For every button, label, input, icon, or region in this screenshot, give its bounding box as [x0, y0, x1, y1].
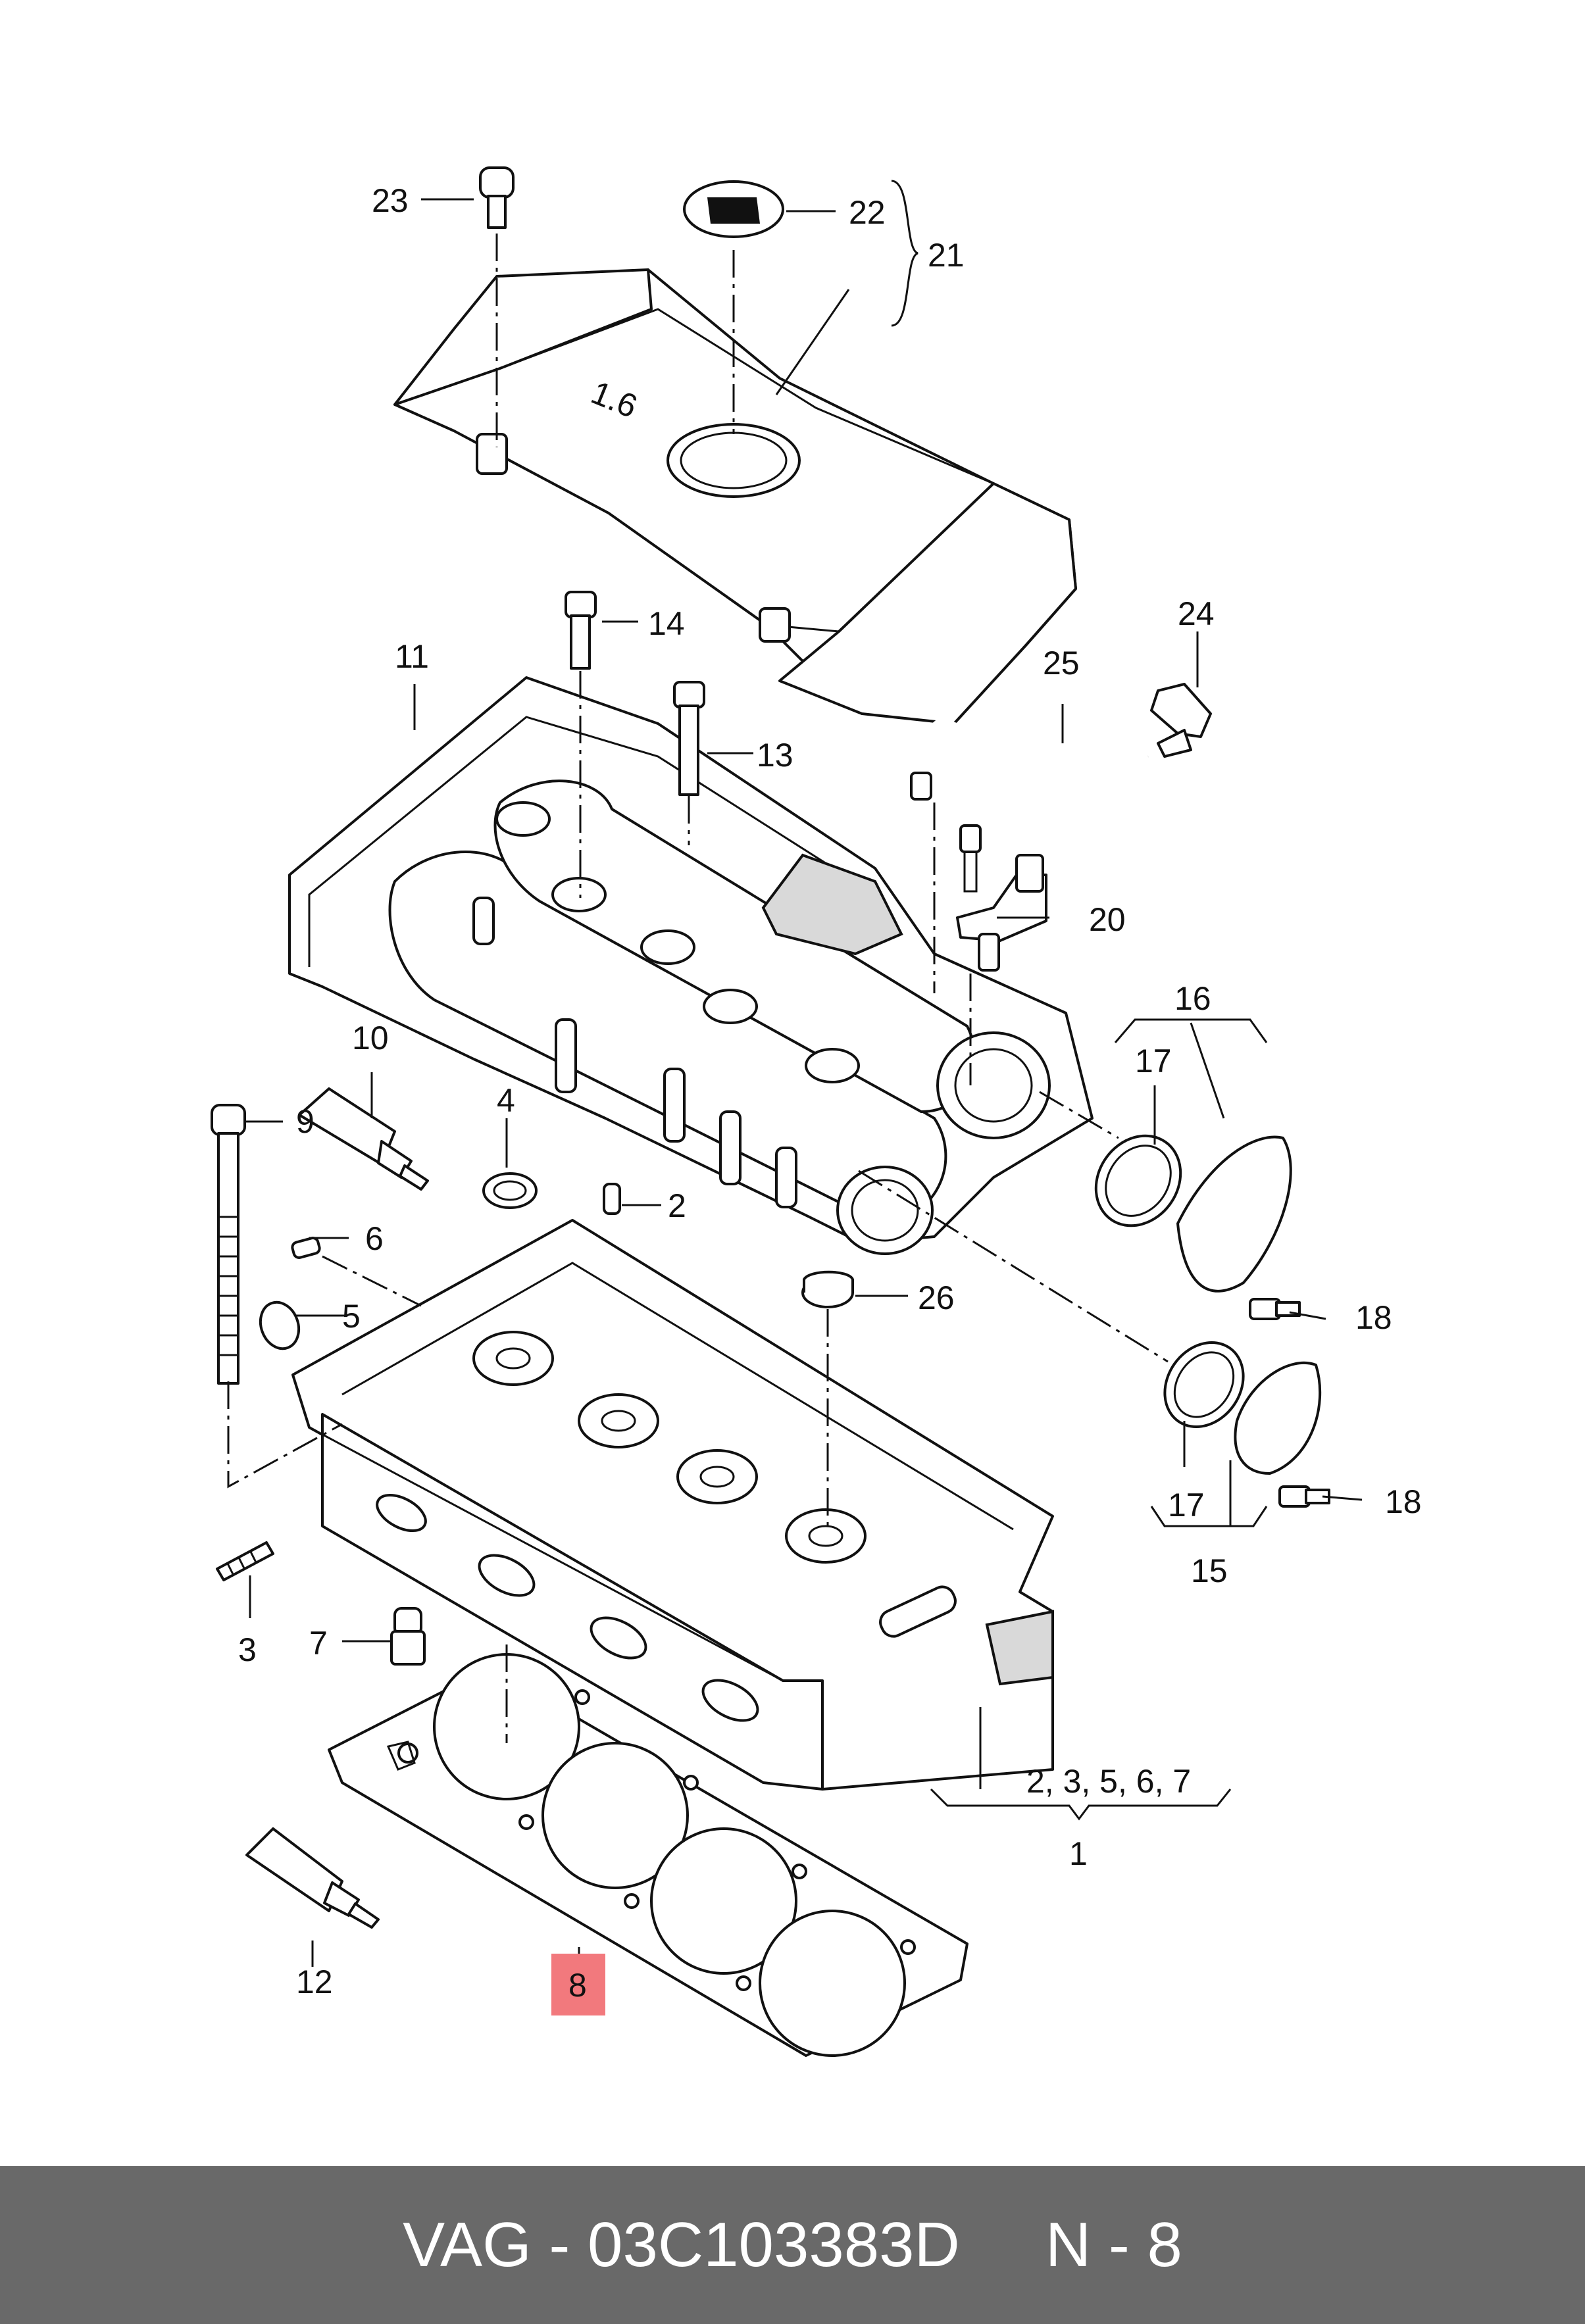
engine-cover: 1.6	[393, 268, 1077, 725]
part-8-highlight	[551, 1954, 605, 2015]
callout-11: 11	[395, 638, 429, 675]
head-gasket	[328, 1653, 969, 2057]
leader-lines	[245, 180, 1363, 1990]
plug-5	[259, 1300, 301, 1350]
callout-17-upper: 17	[1135, 1043, 1172, 1079]
sealant-tube-12	[245, 1827, 380, 1929]
callout-16: 16	[1174, 980, 1211, 1017]
breather-hose	[910, 716, 1149, 801]
callout-8: 8	[568, 1967, 587, 2004]
callout-2: 2	[668, 1187, 686, 1224]
bolt-18-lower	[1278, 1485, 1330, 1508]
callout-18-lower: 18	[1385, 1483, 1422, 1520]
bolt-18-upper	[1249, 1298, 1301, 1320]
callout-12: 12	[296, 1964, 333, 2000]
callout-5: 5	[342, 1298, 361, 1335]
head-bolt-9	[211, 1104, 246, 1385]
emblem-cap	[683, 180, 784, 238]
callout-10: 10	[352, 1020, 389, 1056]
callout-23: 23	[372, 182, 409, 219]
callout-13: 13	[757, 737, 793, 774]
callout-18-upper: 18	[1355, 1299, 1392, 1336]
callout-14: 14	[648, 605, 685, 642]
pin-6	[291, 1237, 321, 1259]
part-code: VAG - 03C103383D	[403, 2210, 960, 2280]
exploded-parts-diagram: 1.6	[211, 166, 1422, 2057]
dowel-pin-2	[603, 1183, 621, 1215]
intake-manifold	[288, 676, 1094, 1255]
callout-22: 22	[849, 194, 886, 231]
callout-9: 9	[296, 1103, 314, 1140]
breather-fitting-24	[1150, 683, 1212, 758]
bolt-7	[390, 1607, 426, 1666]
bolt-13	[673, 681, 705, 796]
sealing-ring-26	[801, 1270, 854, 1308]
sealant-tube-10	[298, 1087, 429, 1191]
callout-1: 1	[1069, 1835, 1088, 1872]
callout-2-3-5-6-7: 2, 3, 5, 6, 7	[1026, 1763, 1191, 1800]
callout-25: 25	[1043, 645, 1080, 681]
callout-4: 4	[497, 1082, 515, 1119]
callout-20: 20	[1089, 901, 1126, 938]
callout-labels: 23 22 21 24 25 14 11 13 20 16 17 10 4 2 …	[238, 182, 1422, 2004]
assembly-axes	[227, 234, 1169, 1743]
part-number-footer: VAG - 03C103383D N - 8	[0, 2166, 1585, 2324]
stud-3	[216, 1541, 274, 1581]
sensor-20	[956, 824, 1047, 972]
callout-6: 6	[365, 1220, 384, 1257]
bolt-14	[565, 591, 597, 670]
callout-15: 15	[1191, 1552, 1228, 1589]
bolt-23	[479, 166, 515, 229]
callout-17-lower: 17	[1168, 1487, 1205, 1523]
callout-24: 24	[1178, 595, 1215, 632]
callout-7: 7	[309, 1625, 328, 1662]
flange-15	[1163, 1341, 1322, 1475]
callout-21: 21	[928, 237, 965, 274]
cylinder-head	[291, 1219, 1054, 1791]
callout-26: 26	[918, 1279, 955, 1316]
flange-16	[1094, 1134, 1292, 1293]
callout-3: 3	[238, 1631, 257, 1668]
position-number: N - 8	[1045, 2210, 1182, 2280]
seal-4	[482, 1172, 538, 1209]
